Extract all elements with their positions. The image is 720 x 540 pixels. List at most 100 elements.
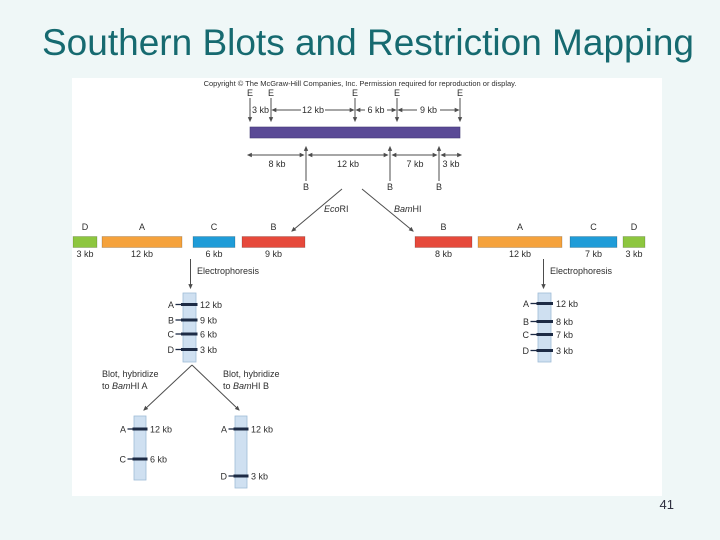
ecoRI-enzyme-label: EcoRI xyxy=(324,204,349,214)
electrophoresis-right: Electrophoresis xyxy=(541,259,613,290)
band-label: D xyxy=(168,345,175,355)
fragment-label: D xyxy=(82,222,89,232)
band-size: 12 kb xyxy=(150,425,172,435)
band-size: 3 kb xyxy=(251,472,268,482)
band-label: D xyxy=(523,346,530,356)
site-label: B xyxy=(387,182,393,192)
band-size: 6 kb xyxy=(150,455,167,465)
blot-caption-line2: to BamHI B xyxy=(223,381,269,391)
site-label: B xyxy=(436,182,442,192)
gel-lane-ecoRI: A B C D 12 kb 9 kb 6 kb 3 kb xyxy=(168,292,222,363)
fragment-label: D xyxy=(631,222,638,232)
caption-pre: to xyxy=(102,381,112,391)
blot-arrow-right xyxy=(191,364,240,411)
fragment-label: C xyxy=(211,222,218,232)
label-backing xyxy=(365,104,387,115)
band-size: 12 kb xyxy=(251,425,273,435)
fragment-label: B xyxy=(440,222,446,232)
fragment-label: A xyxy=(517,222,523,232)
band-size: 7 kb xyxy=(556,330,573,340)
blot-arrows: Blot, hybridize to BamHI A Blot, hybridi… xyxy=(102,364,280,411)
enzyme-name-rest: RI xyxy=(340,204,349,214)
gel-band xyxy=(181,332,198,336)
interval-size: 3 kb xyxy=(252,105,269,115)
band-label: C xyxy=(523,330,530,340)
bamHI-digest-arrow xyxy=(361,188,414,232)
band-size: 3 kb xyxy=(200,345,217,355)
gel-band xyxy=(233,427,249,431)
fragment-size: 9 kb xyxy=(265,249,282,259)
fragment-bar xyxy=(192,236,236,248)
caption-rest: HI A xyxy=(131,381,148,391)
blot-lane-bamA: A C 12 kb 6 kb xyxy=(120,415,172,481)
bamHI-fragments: B A C D 8 kb 12 kb 7 kb 3 kb xyxy=(414,222,646,259)
band-size: 3 kb xyxy=(556,346,573,356)
dna-molecule-bar xyxy=(249,126,461,139)
bamHI-enzyme-label: BamHI xyxy=(394,204,422,214)
blot-caption-line1: Blot, hybridize xyxy=(223,369,280,379)
fragment-size: 8 kb xyxy=(435,249,452,259)
slide-title: Southern Blots and Restriction Mapping xyxy=(42,22,694,63)
figure-copyright: Copyright © The McGraw-Hill Companies, I… xyxy=(204,79,517,88)
electrophoresis-label: Electrophoresis xyxy=(550,266,613,276)
caption-enzyme-italic: Bam xyxy=(112,381,131,391)
ecoRI-site-ruler: 3 kb 12 kb 6 kb 9 kb E E E E E xyxy=(247,88,463,123)
caption-enzyme-italic: Bam xyxy=(233,381,252,391)
page-number: 41 xyxy=(659,497,674,512)
interval-size: 12 kb xyxy=(337,159,359,169)
fragment-label: A xyxy=(139,222,145,232)
label-backing xyxy=(251,104,271,115)
band-label: D xyxy=(221,472,228,482)
caption-rest: HI B xyxy=(252,381,270,391)
digest-arrows: EcoRI BamHI xyxy=(291,188,422,232)
fragment-size: 3 kb xyxy=(76,249,93,259)
gel-band xyxy=(536,349,553,352)
gel-strip xyxy=(234,415,248,489)
fragment-size: 12 kb xyxy=(131,249,153,259)
bamHI-site-ruler: 8 kb 12 kb 7 kb 3 kb B B B xyxy=(246,145,463,192)
blot-caption-line1: Blot, hybridize xyxy=(102,369,159,379)
band-size: 8 kb xyxy=(556,317,573,327)
site-label: E xyxy=(268,88,274,98)
blot-caption-b: Blot, hybridize to BamHI B xyxy=(223,369,280,391)
gel-band xyxy=(233,474,249,478)
figure-background xyxy=(72,78,662,496)
site-label: E xyxy=(247,88,253,98)
gel-band xyxy=(536,302,553,305)
band-label: B xyxy=(523,317,529,327)
label-backing xyxy=(417,104,440,115)
interval-size: 9 kb xyxy=(420,105,437,115)
fragment-size: 7 kb xyxy=(585,249,602,259)
fragment-bar xyxy=(569,236,618,248)
label-backing xyxy=(301,104,325,115)
enzyme-name-rest: HI xyxy=(413,204,422,214)
gel-band xyxy=(181,303,198,306)
interval-size: 6 kb xyxy=(367,105,384,115)
band-label: C xyxy=(120,455,127,465)
gel-band xyxy=(536,320,553,323)
fragment-bar xyxy=(72,236,98,248)
band-label: A xyxy=(221,425,227,435)
site-label: E xyxy=(457,88,463,98)
band-label: A xyxy=(523,299,529,309)
interval-size: 12 kb xyxy=(302,105,324,115)
band-label: B xyxy=(168,316,174,326)
electrophoresis-label: Electrophoresis xyxy=(197,266,260,276)
site-label: B xyxy=(303,182,309,192)
electrophoresis-left: Electrophoresis xyxy=(188,259,260,290)
band-label: A xyxy=(120,425,126,435)
fragment-size: 12 kb xyxy=(509,249,531,259)
gel-band xyxy=(536,333,553,336)
gel-strip xyxy=(133,415,147,481)
blot-caption-line2: to BamHI A xyxy=(102,381,148,391)
band-size: 9 kb xyxy=(200,316,217,326)
fragment-bar xyxy=(241,236,306,248)
fragment-size: 6 kb xyxy=(205,249,222,259)
band-size: 12 kb xyxy=(556,299,578,309)
gel-band xyxy=(181,348,198,351)
blot-arrow-left xyxy=(143,364,193,411)
gel-band xyxy=(132,457,148,461)
site-label: E xyxy=(394,88,400,98)
fragment-label: B xyxy=(270,222,276,232)
enzyme-name-italic: Eco xyxy=(324,204,340,214)
